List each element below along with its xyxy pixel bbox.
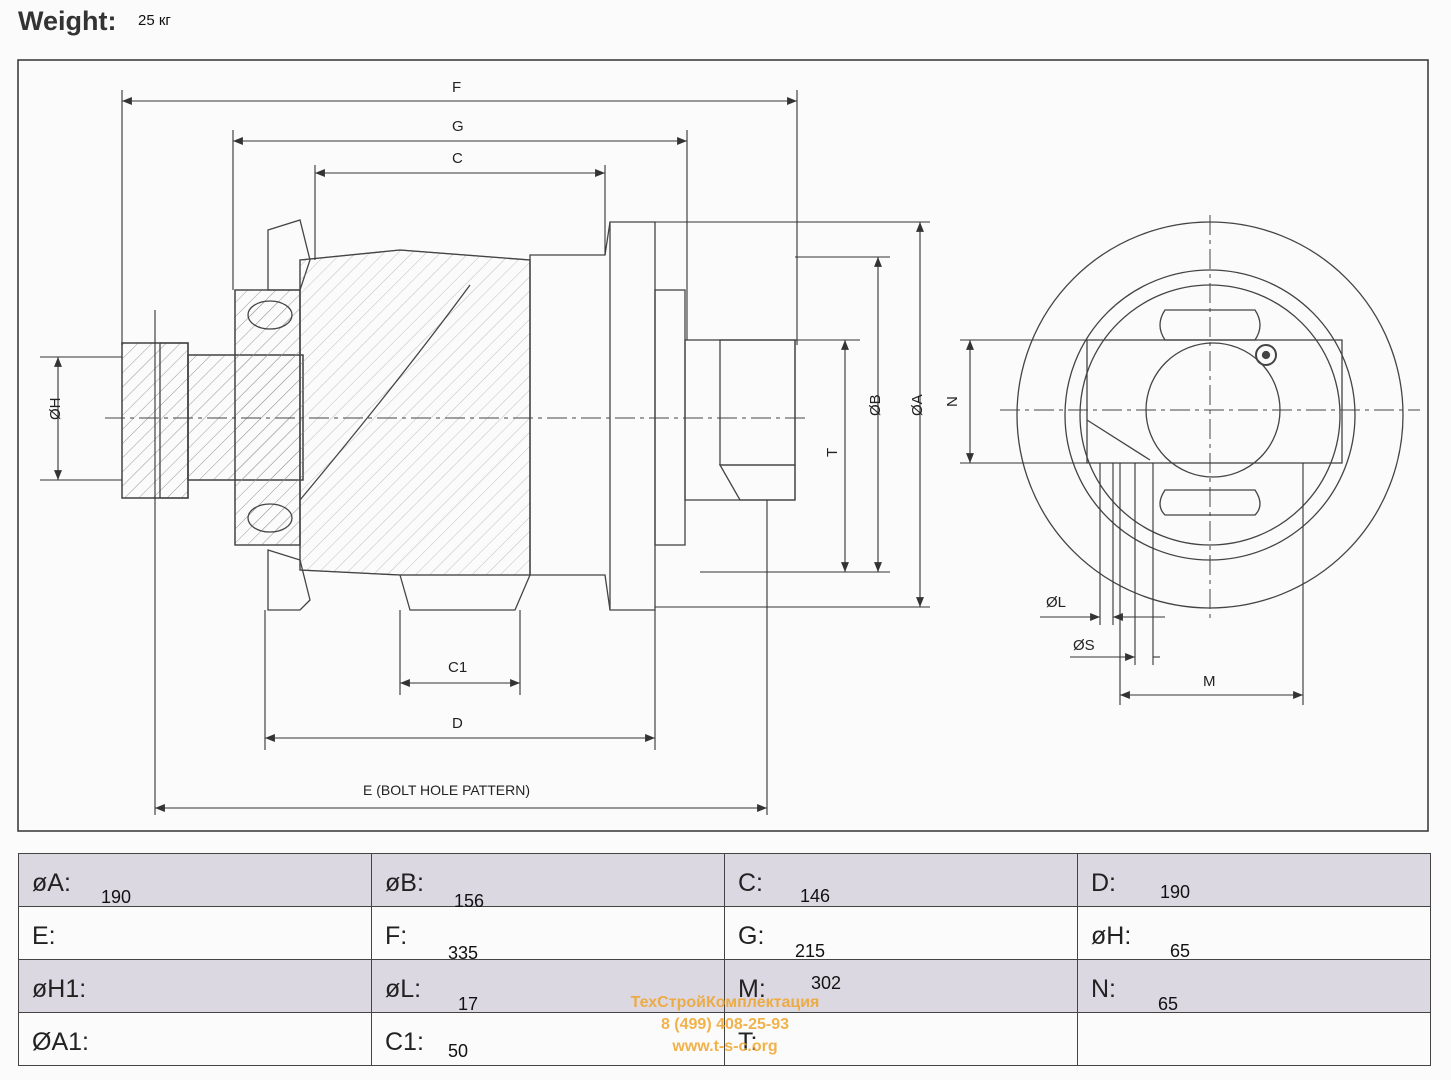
label-M: M	[1203, 673, 1216, 690]
label-E: E (BOLT HOLE PATTERN)	[363, 782, 530, 798]
spec-row: øH1: øL: 17 M: 302 N: 65	[18, 959, 1431, 1014]
spec-label: G:	[738, 922, 765, 950]
spec-label: C:	[738, 869, 763, 897]
label-D: D	[452, 715, 463, 732]
front-view	[1000, 215, 1420, 620]
spec-value: 302	[811, 973, 842, 993]
spec-label: øL:	[385, 975, 422, 1003]
label-T: T	[824, 448, 841, 457]
spec-value: 190	[1160, 882, 1191, 902]
spec-cell-N: N: 65	[1077, 959, 1431, 1014]
spec-cell-L: øL: 17	[371, 959, 725, 1014]
spec-value: 190	[101, 887, 132, 907]
spec-label: øB:	[385, 869, 424, 897]
spec-label: øH:	[1091, 922, 1132, 950]
label-H: ØH	[47, 398, 64, 421]
weight-value: 25 кг	[138, 12, 171, 29]
side-view	[105, 219, 810, 611]
spec-cell-A: øA: 190	[18, 853, 372, 907]
spec-value: 215	[795, 941, 826, 961]
label-C: C	[452, 150, 463, 167]
spec-row: E: F: 335 G: 215 øH: 65	[18, 906, 1431, 963]
spec-table: øA: 190 øB:156 C: 146 D: 190 E: F: 335 G: 215…	[18, 853, 1431, 1066]
label-C1: C1	[448, 659, 467, 676]
label-N: N	[944, 396, 961, 407]
spec-label: E:	[32, 922, 56, 950]
spec-cell-F: F: 335	[371, 906, 725, 963]
spec-value: 335	[448, 943, 479, 963]
spec-cell-H1: øH1:	[18, 959, 372, 1013]
label-L: ØL	[1046, 594, 1066, 611]
spec-cell-D: D: 190	[1077, 853, 1431, 907]
label-G: G	[452, 118, 464, 135]
spec-cell-M: M: 302	[724, 959, 1078, 1013]
spec-value: 146	[800, 886, 831, 906]
label-S: ØS	[1073, 637, 1095, 654]
spec-label: T:	[738, 1028, 758, 1056]
spec-label: C1:	[385, 1028, 424, 1056]
spec-label: øH1:	[32, 975, 87, 1003]
spec-row: ØA1: C1: 50 T:	[18, 1012, 1431, 1066]
spec-label: N:	[1091, 975, 1116, 1003]
spec-value: 50	[448, 1041, 469, 1061]
label-A: ØA	[909, 394, 926, 416]
spec-row: øA: 190 øB:156 C: 146 D: 190	[18, 853, 1431, 911]
label-B: ØB	[867, 394, 884, 416]
spec-value: 65	[1158, 994, 1179, 1014]
spec-value: 65	[1170, 941, 1191, 961]
spec-cell-E: E:	[18, 906, 372, 960]
weight-label: Weight:	[18, 6, 117, 36]
spec-label: D:	[1091, 869, 1116, 897]
spec-label: ØA1:	[32, 1028, 89, 1056]
spec-cell-empty	[1077, 1012, 1431, 1066]
spec-label: F:	[385, 922, 408, 950]
spec-cell-C1: C1: 50	[371, 1012, 725, 1066]
technical-drawing: F G C C1 D E (BOLT HOLE PATTERN) ØH T ØB…	[17, 59, 1429, 832]
spec-cell-T: T:	[724, 1012, 1078, 1066]
label-F: F	[452, 79, 461, 96]
watermark-site: www.t-s-c.org	[672, 1038, 778, 1055]
spec-value: 17	[458, 994, 479, 1014]
watermark-phone: 8 (499) 408-25-93	[660, 1016, 790, 1033]
drawing-frame	[17, 59, 1429, 832]
spec-label: øA:	[32, 869, 71, 897]
spec-label: M:	[738, 975, 766, 1003]
spec-cell-H: øH: 65	[1077, 906, 1431, 961]
side-dimensions	[40, 90, 930, 815]
spec-cell-G: G: 215	[724, 906, 1078, 961]
spec-cell-B: øB:156	[371, 853, 725, 911]
watermark-company: ТехСтройКомплектация	[630, 994, 820, 1011]
spec-cell-C: C: 146	[724, 853, 1078, 907]
front-dimensions	[960, 339, 1304, 705]
spec-cell-A1: ØA1:	[18, 1012, 372, 1066]
